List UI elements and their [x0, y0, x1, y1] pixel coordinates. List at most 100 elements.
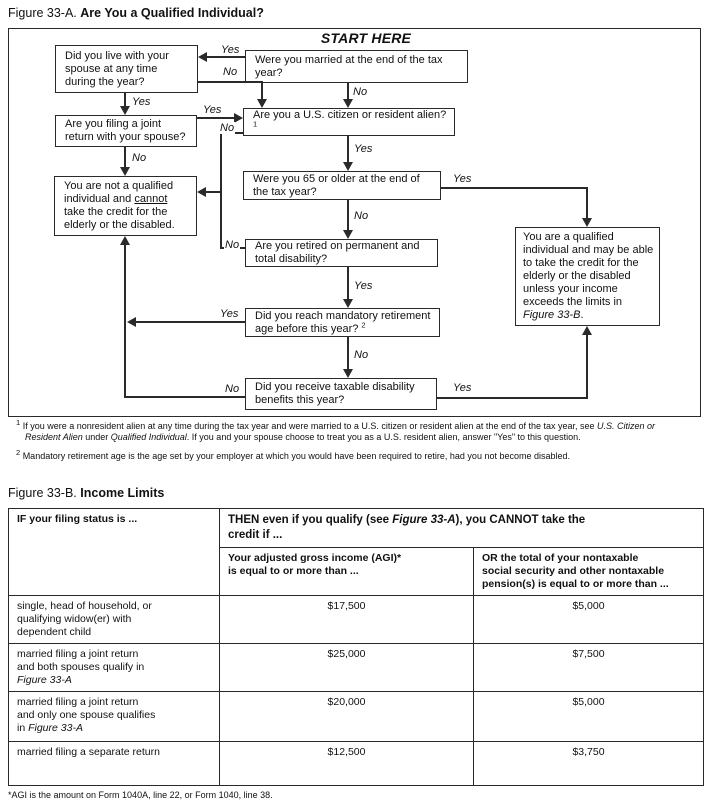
row-agi-limit: $12,500 [219, 741, 474, 786]
row-agi-limit: $20,000 [219, 691, 474, 742]
flow-arrowhead [343, 299, 353, 308]
figure-33b-title-label: Figure 33-B. [8, 486, 77, 500]
row-status: married filing a joint return and only o… [8, 691, 220, 742]
branch-label-yes: Yes [202, 104, 223, 116]
flow-arrowhead [120, 236, 130, 245]
figure-33b-title: Figure 33-B. Income Limits [8, 486, 164, 500]
flow-line [347, 267, 349, 300]
footnote-1-ref: 1 [253, 119, 258, 129]
flow-line [197, 117, 235, 119]
branch-label-no: No [224, 239, 241, 251]
figure-33a-title-label: Figure 33-A. [8, 6, 77, 20]
header-filing-status: IF your filing status is ... [8, 508, 220, 596]
box-retired-disability-question: Are you retired on permanent and total d… [245, 239, 438, 267]
branch-label-no: No [224, 383, 241, 395]
flow-line [261, 81, 263, 99]
box-married-question: Were you married at the end of the tax y… [245, 50, 468, 83]
header-nontaxable-pension: OR the total of your nontaxable social s… [473, 547, 704, 596]
box-joint-return-question: Are you filing a joint return with your … [55, 115, 197, 147]
flow-arrowhead [343, 162, 353, 171]
flow-line [206, 56, 245, 58]
branch-label-yes: Yes [220, 44, 241, 56]
box-qualified-text: You are a qualified individual and may b… [523, 231, 654, 321]
box-mandatory-age-question: Did you reach mandatory retirement age b… [245, 308, 440, 337]
flow-line [437, 397, 588, 399]
start-here-label: START HERE [320, 30, 412, 46]
table-row: married filing a joint return and only o… [8, 691, 704, 742]
branch-label-yes: Yes [353, 280, 374, 292]
box-taxable-benefits-question: Did you receive taxable disability benef… [245, 378, 437, 410]
flow-arrowhead [198, 52, 207, 62]
flow-line [586, 187, 588, 219]
table-row: married filing a separate return $12,500… [8, 741, 704, 786]
header-then-qualify: THEN even if you qualify (see Figure 33-… [219, 508, 704, 548]
flow-line [124, 93, 126, 107]
flow-arrowhead [343, 369, 353, 378]
flow-arrowhead [120, 167, 130, 176]
row-status: married filing a separate return [8, 741, 220, 786]
row-pension-limit: $5,000 [473, 595, 704, 644]
branch-label-yes: Yes [353, 143, 374, 155]
flow-arrowhead [127, 317, 136, 327]
footnote-2: 2 Mandatory retirement age is the age se… [16, 448, 571, 461]
flow-line [198, 81, 263, 83]
box-citizen-text: Are you a U.S. citizen or resident alien… [253, 109, 447, 129]
flow-arrowhead [257, 99, 267, 108]
box-married-text: Were you married at the end of the tax y… [255, 53, 443, 79]
flow-line [220, 133, 222, 192]
box-age-65-question: Were you 65 or older at the end of the t… [243, 171, 441, 200]
flow-line [586, 334, 588, 399]
flow-line [347, 83, 349, 100]
flowchart-frame [8, 28, 701, 417]
box-retired-disability-text: Are you retired on permanent and total d… [255, 240, 420, 265]
flow-arrowhead [197, 187, 206, 197]
flow-line [347, 200, 349, 231]
flow-arrowhead [343, 99, 353, 108]
flow-arrowhead [120, 106, 130, 115]
row-status: married filing a joint return and both s… [8, 643, 220, 692]
table-row: married filing a joint return and both s… [8, 643, 704, 692]
box-qualified-result: You are a qualified individual and may b… [515, 227, 660, 326]
figure-33a-title-text: Are You a Qualified Individual? [80, 6, 264, 20]
branch-label-no: No [352, 86, 369, 98]
flow-line [135, 321, 245, 323]
branch-label-no: No [353, 349, 370, 361]
flow-arrowhead [582, 326, 592, 335]
row-pension-limit: $3,750 [473, 741, 704, 786]
table-footnote-agi: *AGI is the amount on Form 1040A, line 2… [8, 790, 273, 800]
flow-line [205, 191, 222, 193]
flow-line [347, 136, 349, 163]
row-pension-limit: $7,500 [473, 643, 704, 692]
branch-label-no: No [222, 66, 239, 78]
flow-arrowhead [582, 218, 592, 227]
box-joint-return-text: Are you filing a joint return with your … [65, 118, 186, 143]
box-not-qualified-result: You are not a qualified individual and c… [54, 176, 197, 236]
branch-label-yes: Yes [452, 382, 473, 394]
box-live-with-spouse-question: Did you live with your spouse at any tim… [55, 45, 198, 93]
income-limits-table: IF your filing status is ... THEN even i… [8, 508, 704, 786]
row-agi-limit: $17,500 [219, 595, 474, 644]
box-mandatory-age-text: Did you reach mandatory retirement age b… [255, 309, 431, 335]
branch-label-no: No [219, 122, 236, 134]
flow-arrowhead [234, 113, 243, 123]
figure-33a-title: Figure 33-A. Are You a Qualified Individ… [8, 6, 264, 20]
flow-line [220, 192, 222, 249]
flow-line [441, 187, 588, 189]
branch-label-yes: Yes [219, 308, 240, 320]
branch-label-yes: Yes [452, 173, 473, 185]
row-pension-limit: $5,000 [473, 691, 704, 742]
row-status: single, head of household, or qualifying… [8, 595, 220, 644]
row-agi-limit: $25,000 [219, 643, 474, 692]
flow-line [347, 337, 349, 370]
figure-33b-title-text: Income Limits [80, 486, 165, 500]
flow-line [124, 147, 126, 168]
flow-line [124, 245, 126, 398]
box-not-qualified-text: You are not a qualified individual and c… [64, 180, 175, 231]
footnote-1: 1 If you were a nonresident alien at any… [16, 418, 656, 442]
header-agi: Your adjusted gross income (AGI)* is equ… [219, 547, 474, 596]
table-row: single, head of household, or qualifying… [8, 595, 704, 644]
branch-label-no: No [353, 210, 370, 222]
flow-line [124, 396, 246, 398]
box-taxable-benefits-text: Did you receive taxable disability benef… [255, 381, 415, 406]
